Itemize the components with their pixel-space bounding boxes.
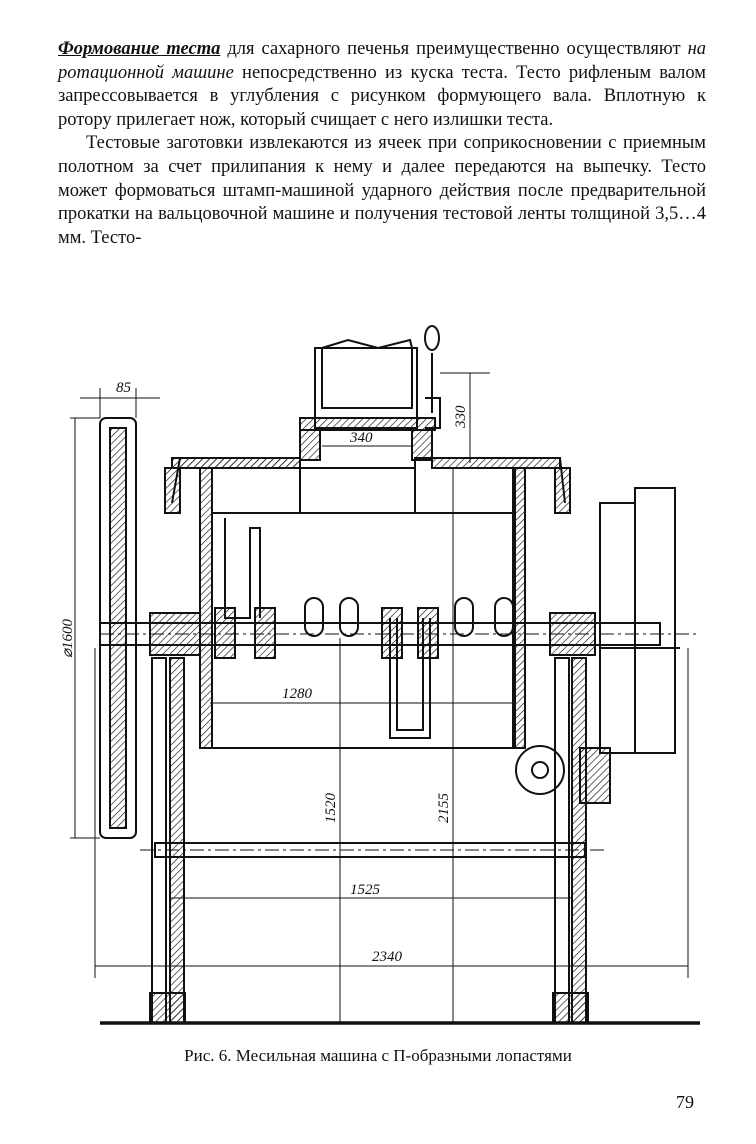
body-text: Формование теста для сахарного печенья п… bbox=[58, 38, 706, 250]
term-forming: Формование теста bbox=[58, 39, 221, 59]
dim-85: 85 bbox=[116, 380, 132, 396]
dim-1280: 1280 bbox=[282, 686, 313, 702]
paragraph-1: Формование теста для сахарного печенья п… bbox=[58, 38, 706, 132]
paragraph-2: Тестовые заготовки извлекаются из ячеек … bbox=[58, 133, 706, 248]
figure-caption: Рис. 6. Месильная машина с П-образными л… bbox=[184, 1046, 572, 1065]
dim-2340: 2340 bbox=[372, 949, 403, 965]
term-rotary-machine: на ротационной машине bbox=[58, 39, 706, 83]
dim-1525: 1525 bbox=[350, 882, 381, 898]
dim-2155: 2155 bbox=[436, 793, 452, 824]
dim-1520: 1520 bbox=[323, 793, 339, 824]
dim-340: 340 bbox=[349, 430, 373, 446]
motor-top bbox=[321, 338, 413, 409]
dim-1600: ⌀1600 bbox=[60, 618, 76, 658]
dim-330: 330 bbox=[453, 405, 469, 429]
paragraph-1-text-b: непосредственно из куска теста. Тесто ри… bbox=[58, 62, 706, 130]
machine-diagram: 85 330 340 ⌀1600 1280 1520 2155 1525 234… bbox=[60, 325, 700, 1025]
paragraph-1-text-a: для сахарного печенья преимущественно ос… bbox=[220, 39, 688, 59]
page-number: 79 bbox=[676, 1092, 694, 1112]
